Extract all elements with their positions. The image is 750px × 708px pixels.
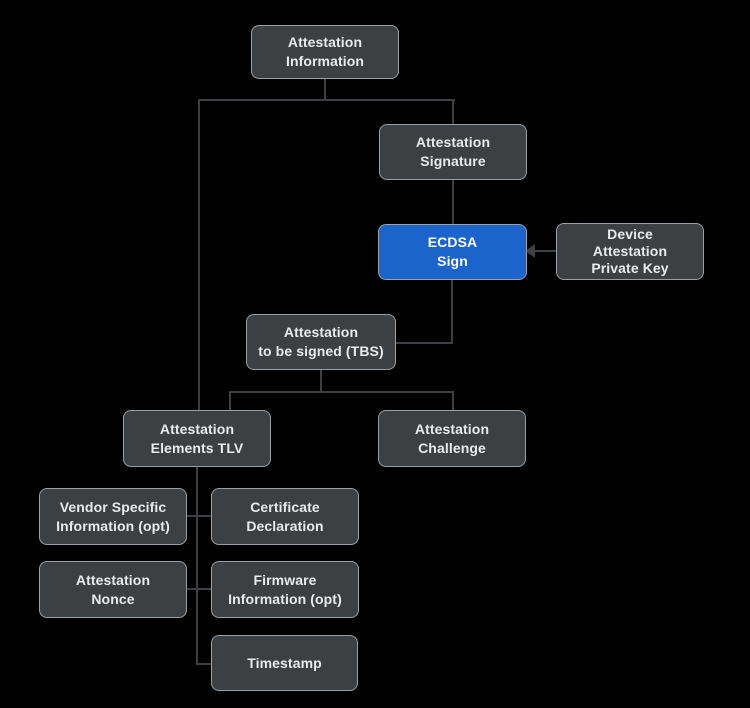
node-certificate-declaration: Certificate Declaration [211,488,359,545]
node-attestation-elements-tlv: Attestation Elements TLV [123,410,271,467]
node-attestation-challenge: Attestation Challenge [378,410,526,467]
connector-ecdsa-to-tbs [396,342,453,344]
connector-nonce-firmware-row [187,588,211,590]
node-ecdsa-sign: ECDSA Sign [378,224,527,280]
node-firmware-information: Firmware Information (opt) [211,561,359,618]
node-attestation-nonce: Attestation Nonce [39,561,187,618]
arrowhead-left-icon [525,244,535,258]
connector-signature-to-ecdsa [452,180,454,224]
connector-to-elements-tlv [229,391,231,410]
connector-tbs-down [320,370,322,392]
connector-to-timestamp [196,663,211,665]
node-vendor-specific-information: Vendor Specific Information (opt) [39,488,187,545]
node-attestation-tbs: Attestation to be signed (TBS) [246,314,396,370]
node-timestamp: Timestamp [211,635,358,691]
connector-vendor-certificate-row [187,515,211,517]
connector-tbs-split-horizontal [229,391,454,393]
connector-info-to-elements-tlv [198,99,200,410]
connector-ecdsa-down [451,280,453,344]
node-device-attestation-private-key: Device Attestation Private Key [556,223,704,280]
node-attestation-information: Attestation Information [251,25,399,79]
connector-private-key-to-ecdsa [535,250,556,252]
connector-elements-tlv-trunk [196,467,198,665]
connector-to-challenge [452,391,454,410]
node-attestation-signature: Attestation Signature [379,124,527,180]
connector-to-signature [452,99,454,124]
connector-info-down [324,79,326,101]
connector-info-split-horizontal [198,99,455,101]
